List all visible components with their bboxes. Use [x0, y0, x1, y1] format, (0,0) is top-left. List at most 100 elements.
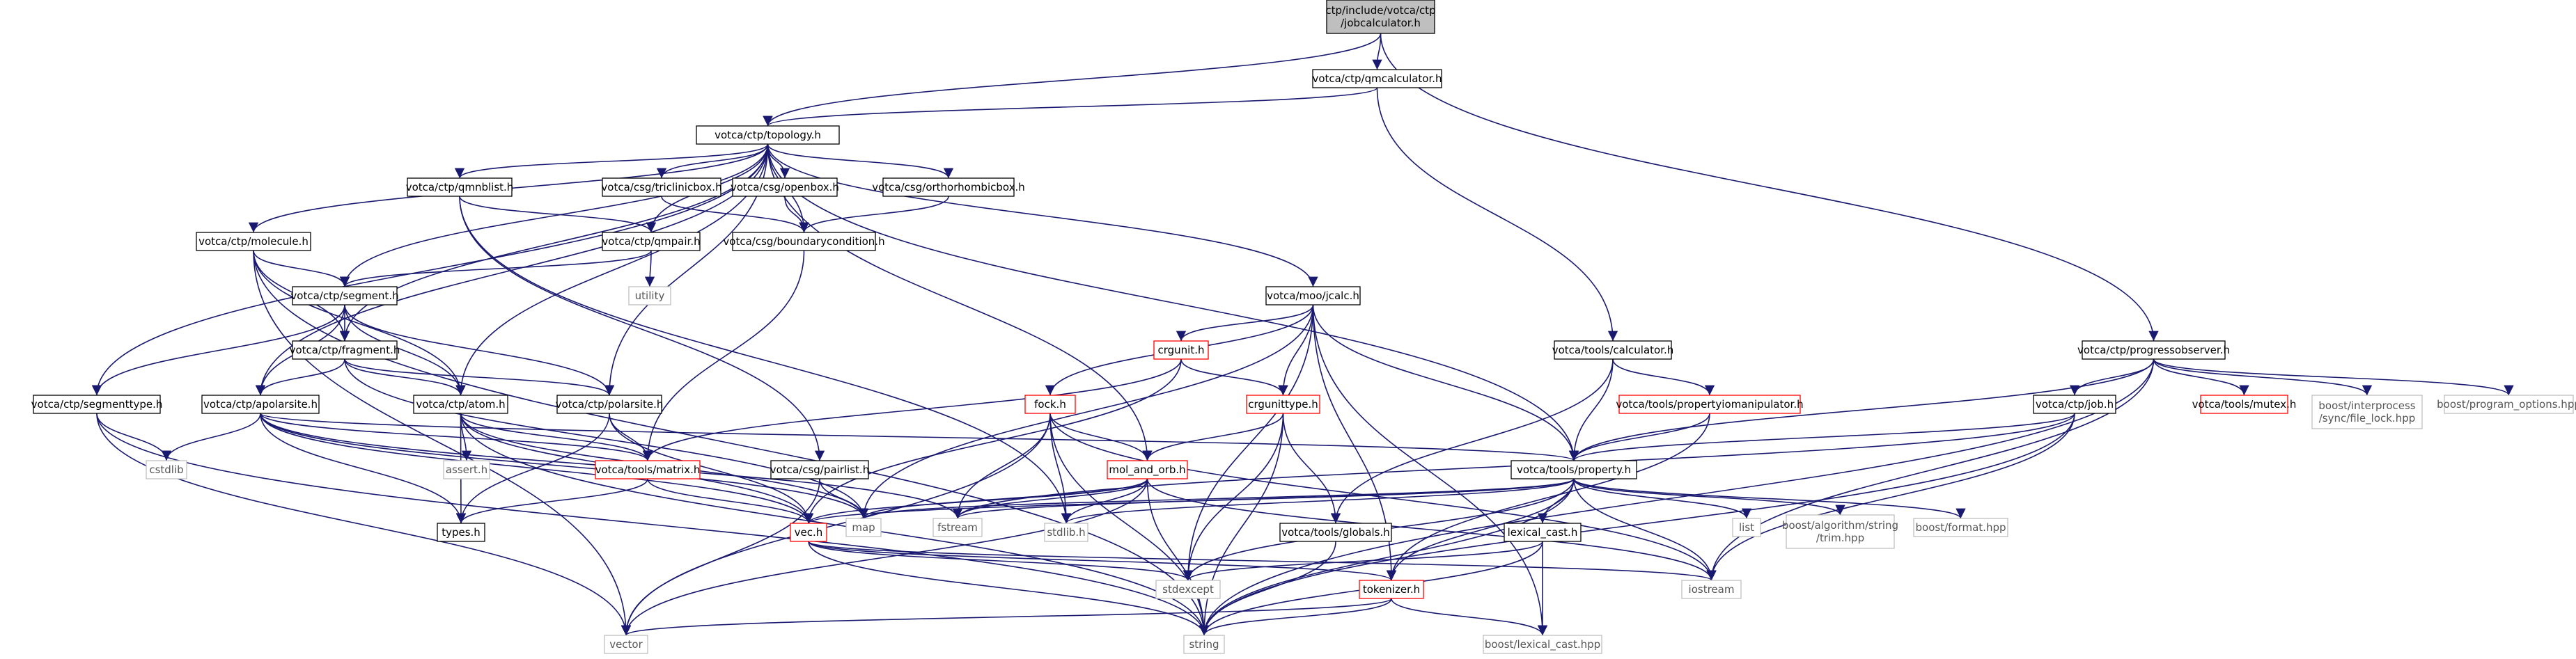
edge-molecule-to-vector	[253, 250, 632, 636]
edge-vec-to-stdexcept	[808, 541, 1193, 581]
node-label: votca/ctp/qmcalculator.h	[1312, 72, 1442, 85]
edge-fock-to-fstream	[952, 413, 1051, 519]
edge-globals-to-string	[1199, 541, 1336, 636]
edge-calculator-to-property	[1568, 358, 1614, 461]
edge-property-to-string	[1199, 478, 1575, 636]
node-label: ctp/include/votca/ctp	[1325, 4, 1435, 17]
node-boundary[interactable]: votca/csg/boundarycondition.h	[723, 232, 885, 251]
node-label: votca/tools/property.h	[1517, 463, 1631, 476]
node-label: votca/ctp/qmpair.h	[602, 235, 700, 248]
edge-vec-to-tokenizer	[808, 541, 1396, 581]
edge-ortho-to-boundary	[799, 196, 949, 233]
edge-property-to-iostream	[1573, 478, 1717, 581]
node-job[interactable]: votca/ctp/job.h	[2033, 395, 2116, 414]
edge-root-to-progress	[1380, 33, 2159, 342]
node-lexical[interactable]: lexical_cast.h	[1504, 523, 1582, 542]
node-openbox[interactable]: votca/csg/openbox.h	[731, 177, 839, 197]
node-types[interactable]: types.h	[437, 523, 485, 542]
node-box	[882, 177, 1015, 197]
edge-moo-to-property	[1312, 304, 1579, 461]
node-label: iostream	[1689, 583, 1735, 596]
edge-moo-to-crgunit	[1176, 304, 1314, 342]
node-box	[413, 395, 508, 414]
node-propmanip[interactable]: votca/tools/propertyiomanipulator.h	[1616, 395, 1804, 414]
edge-property-to-stdlibh	[1061, 478, 1575, 524]
node-box	[556, 395, 662, 414]
edge-propmanip-to-tokenizer	[1386, 413, 1710, 581]
edge-polar-to-types	[455, 413, 610, 524]
node-box	[1107, 460, 1188, 479]
node-box	[1044, 523, 1088, 542]
node-fock[interactable]: fock.h	[1024, 395, 1076, 414]
node-label: string	[1189, 638, 1219, 651]
node-pairlist[interactable]: votca/csg/pairlist.h	[770, 460, 869, 479]
node-globals[interactable]: votca/tools/globals.h	[1279, 523, 1392, 542]
node-polar[interactable]: votca/ctp/polarsite.h	[556, 395, 664, 414]
edge-atom-to-matrix	[460, 413, 653, 461]
edge-triclinic-to-boundary	[661, 196, 809, 233]
node-map: map	[845, 518, 882, 537]
node-progress[interactable]: votca/ctp/progressobserver.h	[2077, 340, 2230, 360]
edge-fragment-to-atom	[344, 358, 466, 396]
node-molecule[interactable]: votca/ctp/molecule.h	[196, 232, 311, 251]
edge-topology-to-triclinic	[656, 143, 769, 179]
node-label: votca/ctp/segment.h	[290, 289, 398, 302]
node-label: assert.h	[446, 463, 487, 476]
node-fragment[interactable]: votca/ctp/fragment.h	[290, 340, 400, 360]
edge-crgtype-to-string	[1199, 413, 1284, 636]
node-calculator[interactable]: votca/tools/calculator.h	[1552, 340, 1674, 360]
node-atom[interactable]: votca/ctp/atom.h	[413, 395, 508, 414]
node-apolar[interactable]: votca/ctp/apolarsite.h	[201, 395, 320, 414]
edge-property-to-boostformat	[1573, 478, 1966, 519]
node-box	[1511, 460, 1637, 479]
node-crgtype[interactable]: crgunittype.h	[1246, 395, 1320, 414]
node-segtype[interactable]: votca/ctp/segmenttype.h	[31, 395, 163, 414]
node-box	[1732, 518, 1761, 537]
node-label: boost/interprocess	[2318, 399, 2415, 412]
edge-segtype-to-vector	[96, 413, 632, 636]
edge-progress-to-boostpo	[2153, 358, 2514, 396]
node-label: crgunittype.h	[1248, 398, 1318, 411]
node-box	[292, 340, 398, 360]
node-label: votca/ctp/qmnblist.h	[406, 181, 514, 193]
node-tokenizer[interactable]: tokenizer.h	[1359, 580, 1424, 599]
node-box	[1913, 518, 2008, 537]
edge-moloorb-to-iostream	[1146, 478, 1717, 581]
node-qmpair[interactable]: votca/ctp/qmpair.h	[602, 232, 701, 251]
node-label: votca/ctp/molecule.h	[198, 235, 309, 248]
node-label: map	[852, 521, 875, 534]
node-boostlexical: boost/lexical_cast.hpp	[1483, 635, 1602, 654]
node-crgunit[interactable]: crgunit.h	[1153, 340, 1209, 360]
node-property[interactable]: votca/tools/property.h	[1511, 460, 1637, 479]
node-qmcalc[interactable]: votca/ctp/qmcalculator.h	[1312, 69, 1442, 88]
node-boostpo: boost/program_options.hpp	[2437, 395, 2576, 414]
node-label: crgunit.h	[1157, 344, 1204, 356]
edge-moloorb-to-vector	[620, 478, 1148, 636]
node-qmnblist[interactable]: votca/ctp/qmnblist.h	[406, 177, 514, 197]
node-segment[interactable]: votca/ctp/segment.h	[290, 286, 399, 305]
edge-fock-to-vector	[620, 413, 1051, 636]
node-label: votca/ctp/fragment.h	[290, 344, 400, 356]
edge-tokenizer-to-vector	[621, 598, 1392, 636]
node-box	[1155, 580, 1221, 599]
edge-molecule-to-atom	[253, 250, 466, 396]
node-triclinic[interactable]: votca/csg/triclinicbox.h	[601, 177, 722, 197]
edge-lexical-to-stdexcept	[1183, 541, 1543, 581]
edge-qmcalc-to-calculator	[1376, 87, 1618, 342]
node-moloorb[interactable]: mol_and_orb.h	[1107, 460, 1188, 479]
node-root: ctp/include/votca/ctp/jobcalculator.h	[1325, 0, 1436, 34]
node-moo[interactable]: votca/moo/jcalc.h	[1265, 286, 1361, 305]
node-vec[interactable]: vec.h	[790, 523, 827, 542]
edge-property-to-boosttrim	[1573, 478, 1845, 516]
node-box	[1183, 635, 1225, 654]
node-label: /jobcalculator.h	[1341, 17, 1421, 29]
edge-crgunit-to-matrix	[642, 358, 1182, 461]
node-ortho[interactable]: votca/csg/orthorhombicbox.h	[872, 177, 1025, 197]
edge-property-to-tokenizer	[1386, 478, 1575, 581]
node-matrix[interactable]: votca/tools/matrix.h	[595, 460, 701, 479]
node-topology[interactable]: votca/ctp/topology.h	[696, 125, 840, 145]
edge-job-to-property	[1569, 413, 2075, 461]
edge-moo-to-map	[858, 304, 1314, 519]
node-boosttrim: boost/algorithm/string/trim.hpp	[1782, 514, 1898, 549]
node-mutex[interactable]: votca/tools/mutex.h	[2192, 395, 2297, 414]
